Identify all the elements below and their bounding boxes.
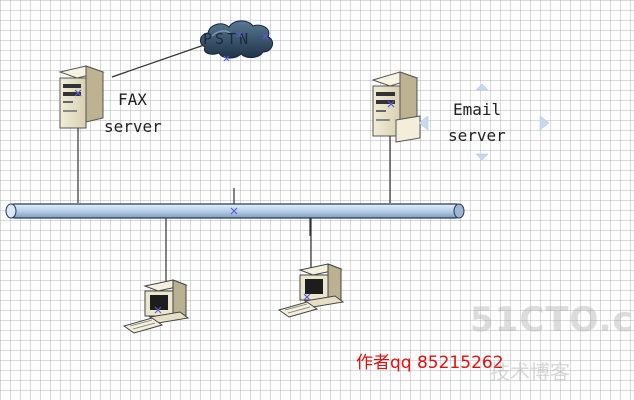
watermark-subtitle: 技术博客 (490, 360, 570, 384)
fax-server-label-line2: server (104, 117, 162, 136)
fax-cloud-link (111, 43, 208, 78)
workstation-1-icon[interactable] (122, 279, 190, 334)
email-server-label-line1: Email (453, 100, 502, 119)
network-bus[interactable] (5, 203, 465, 219)
author-credit: 作者qq 85215262 (356, 353, 504, 373)
email-server-icon[interactable] (371, 71, 421, 143)
cloud-label: PSTN (203, 30, 251, 48)
selection-arrows (418, 83, 550, 161)
network-diagram: PSTN (5, 20, 550, 334)
selection-marker-icon (74, 31, 395, 314)
email-server-label-line2: server (448, 126, 506, 145)
workstation-2-icon[interactable] (277, 263, 345, 318)
pstn-cloud-icon[interactable] (200, 20, 274, 59)
fax-server-label-line1: FAX (118, 90, 147, 109)
watermark-logo: 51CTO.c (470, 300, 634, 340)
fax-server-icon[interactable] (58, 65, 105, 129)
